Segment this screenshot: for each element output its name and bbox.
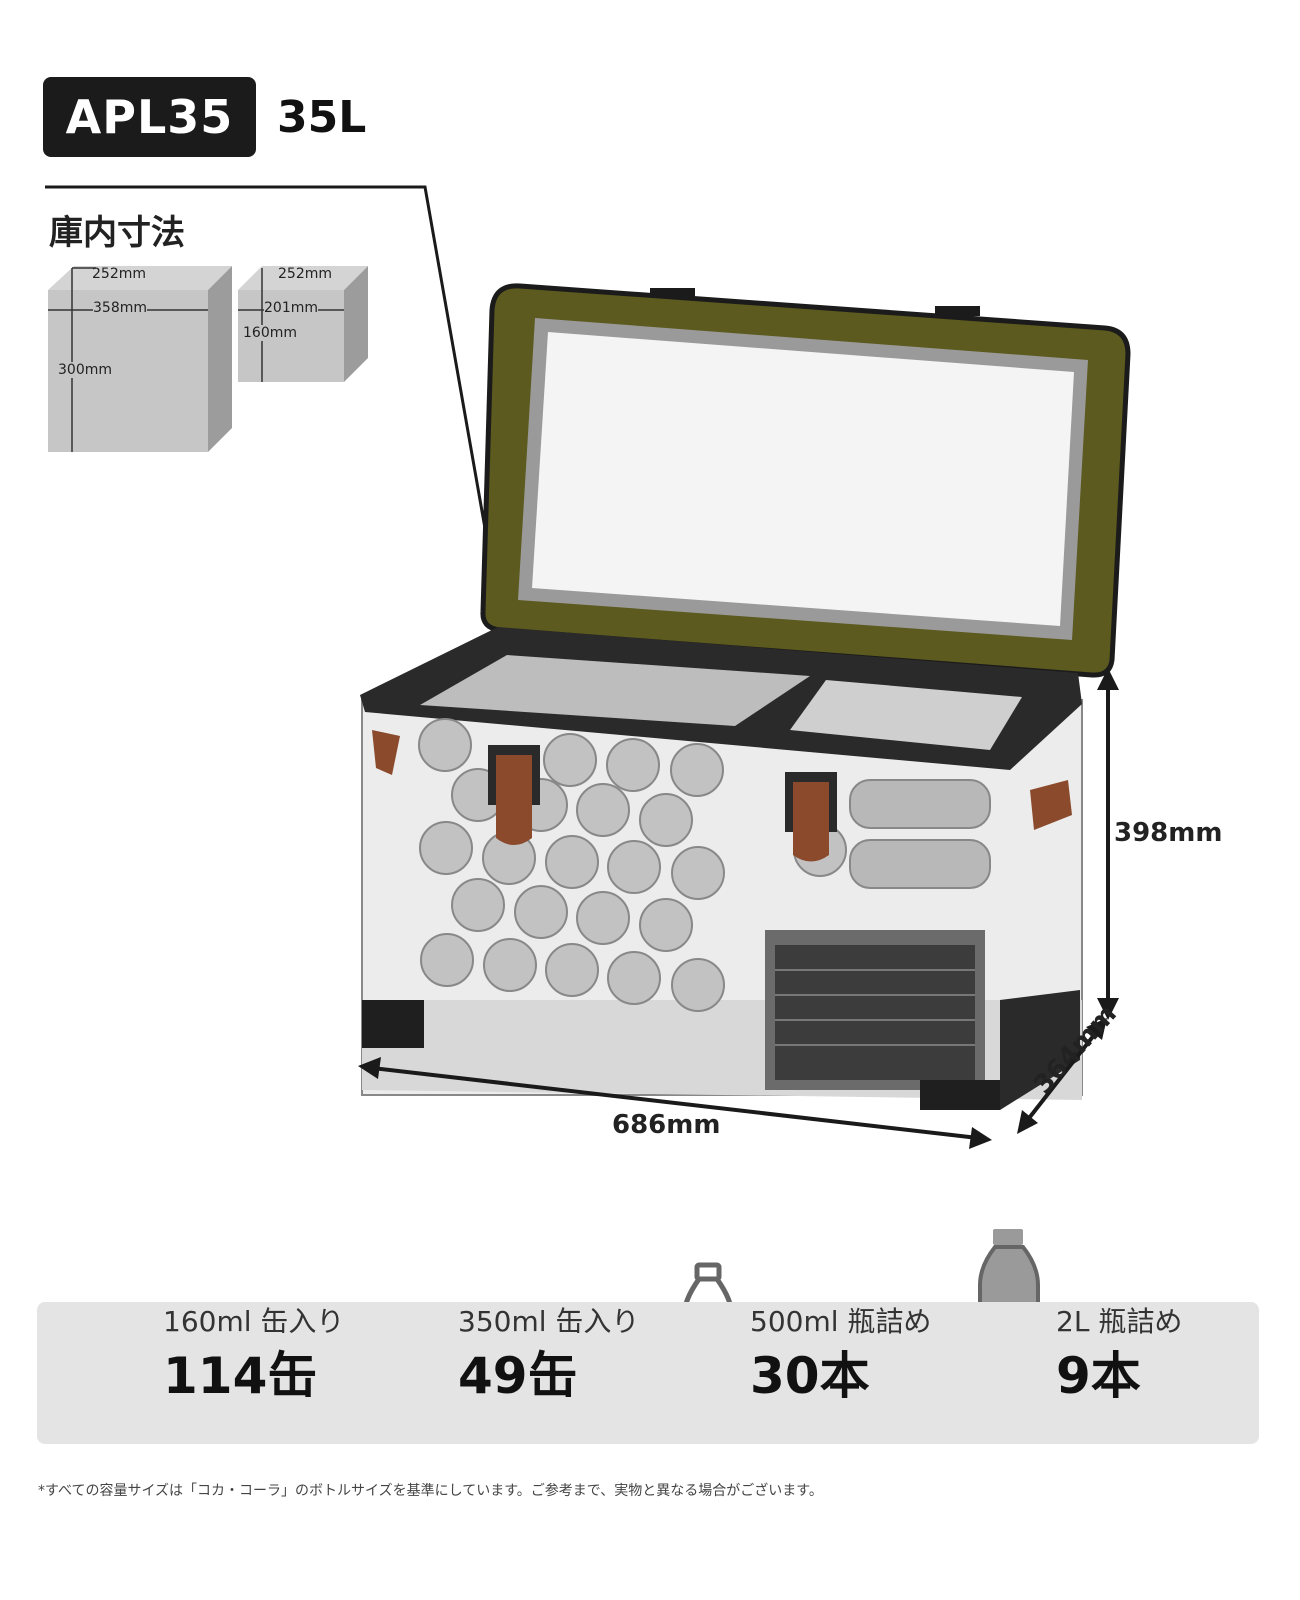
capacity-label: 35L — [277, 92, 367, 143]
handle-right — [1030, 780, 1072, 830]
exterior-height-label: 398mm — [1114, 818, 1223, 848]
interior-main-box — [48, 266, 232, 452]
interior-dimensions-title: 庫内寸法 — [49, 213, 185, 253]
stat-value-can-small: 114缶 — [163, 1347, 318, 1405]
right-cans — [849, 779, 991, 889]
interior-sub-box — [238, 266, 368, 382]
footnote: *すべての容量サイズは「コカ・コーラ」のボトルサイズを基準にしています。ご参考ま… — [38, 1483, 823, 1499]
capacity-stats-panel — [37, 1302, 1259, 1444]
handle-left — [372, 730, 400, 775]
stat-label-can-large: 350ml 缶入り — [458, 1305, 640, 1338]
sub-height-label: 160mm — [243, 325, 297, 341]
model-badge: APL35 — [43, 77, 256, 157]
latch-right — [785, 772, 837, 862]
latch-left — [488, 745, 540, 845]
cooler-lid — [480, 283, 1131, 678]
exterior-width-label: 686mm — [612, 1110, 721, 1140]
leader-line — [45, 185, 504, 626]
can-grid — [418, 718, 847, 1012]
sub-depth-label: 252mm — [278, 266, 332, 282]
stat-value-bottle-500: 30本 — [750, 1347, 870, 1405]
main-height-label: 300mm — [58, 362, 112, 378]
main-width-label: 358mm — [93, 300, 147, 316]
depth-arrow — [1017, 1018, 1107, 1134]
sub-width-label: 201mm — [264, 300, 318, 316]
stat-label-bottle-2l: 2L 瓶詰め — [1056, 1305, 1183, 1338]
stat-value-can-large: 49缶 — [458, 1347, 578, 1405]
width-arrow — [358, 1057, 992, 1149]
stat-value-bottle-2l: 9本 — [1056, 1347, 1141, 1405]
height-arrow — [1097, 668, 1119, 1020]
stat-label-can-small: 160ml 缶入り — [163, 1305, 345, 1338]
stat-label-bottle-500: 500ml 瓶詰め — [750, 1305, 932, 1338]
main-depth-label: 252mm — [92, 266, 146, 282]
